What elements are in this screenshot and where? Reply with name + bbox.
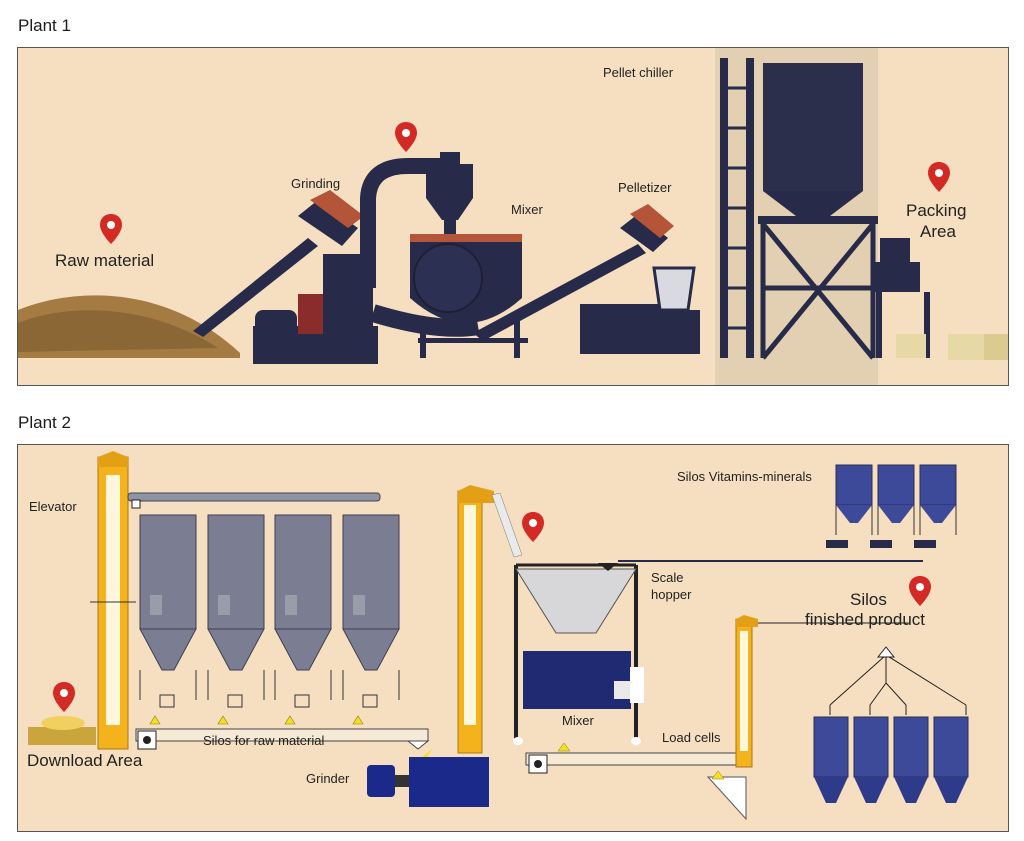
pelletizer-conveyor — [473, 244, 646, 341]
mixer-screw-conveyor — [525, 752, 745, 766]
raw-material-label: Raw material — [55, 251, 155, 270]
packing-machine — [874, 262, 920, 292]
pelletizer-die — [654, 310, 700, 354]
pelletizer-label: Pelletizer — [618, 180, 672, 195]
grinding-conveyor — [193, 238, 318, 337]
bag — [984, 334, 1008, 360]
location-pin-icon — [928, 162, 950, 192]
vitamin-dosers — [826, 540, 936, 548]
pellet-chiller — [763, 63, 863, 191]
packing-area-label: Packing — [906, 201, 967, 220]
scale-hopper-label: Scale — [651, 570, 684, 585]
finished-silos — [813, 716, 969, 803]
distribution-chutes — [829, 654, 967, 715]
mixer-lid — [410, 234, 522, 242]
silos-raw-label: Silos for raw material — [203, 733, 325, 748]
raw-silo — [342, 514, 400, 708]
scale-hopper — [515, 568, 637, 634]
silos-finished-label-2: finished product — [805, 610, 926, 629]
location-pin-icon — [522, 512, 544, 542]
warning-triangle-icon — [557, 742, 571, 752]
silos-vitamins-label: Silos Vitamins-minerals — [677, 469, 812, 484]
location-pin-icon — [53, 682, 75, 712]
mixer-2 — [523, 651, 631, 709]
top-conveyor — [127, 492, 381, 502]
chiller-frame — [760, 222, 876, 360]
grinder-label: Grinder — [306, 771, 350, 786]
location-pin-icon — [100, 214, 122, 244]
raw-silo — [274, 514, 332, 708]
raw-silo — [139, 514, 197, 708]
pellet-chiller-label: Pellet chiller — [603, 65, 674, 80]
scale-hopper-label-2: hopper — [651, 587, 692, 602]
cyclone — [426, 164, 473, 220]
elevator-2-chute — [491, 492, 523, 558]
cyclone-duct — [360, 158, 448, 288]
packing-area-label-2: Area — [920, 222, 956, 241]
vitamin-silos — [835, 464, 957, 535]
chiller-ladder — [720, 86, 754, 330]
plant2-panel: Elevator Silos Vitamins-minerals Scale h… — [17, 444, 1009, 832]
plant1-title: Plant 1 — [18, 16, 71, 35]
bag — [948, 334, 984, 360]
plant2-illustration — [28, 451, 969, 821]
silos-finished-label: Silos — [850, 590, 887, 609]
mixer-label: Mixer — [511, 202, 543, 217]
plant1-panel: Raw material Grinding Mixer Pelletizer P… — [17, 47, 1009, 386]
mixer-2-label: Mixer — [562, 713, 594, 728]
location-pin-icon — [395, 122, 417, 152]
elevator-label: Elevator — [29, 499, 77, 514]
plant1-illustration — [18, 48, 1008, 385]
load-cells-label: Load cells — [662, 730, 721, 745]
location-pin-icon — [909, 576, 931, 606]
raw-silos — [139, 514, 400, 708]
grinder-motor — [367, 765, 395, 797]
download-grain — [28, 727, 96, 745]
raw-screw-conveyor — [135, 728, 429, 742]
grinder — [409, 757, 489, 807]
bag — [896, 334, 926, 358]
raw-silo — [207, 514, 265, 708]
load-cell-chute — [706, 776, 747, 821]
plant2-title: Plant 2 — [18, 413, 71, 432]
warning-triangle-icon — [711, 770, 725, 780]
pelletizer-hopper — [652, 266, 696, 312]
grinding-label: Grinding — [291, 176, 341, 191]
warning-triangle-icon — [149, 715, 364, 725]
download-area-label: Download Area — [27, 751, 143, 770]
